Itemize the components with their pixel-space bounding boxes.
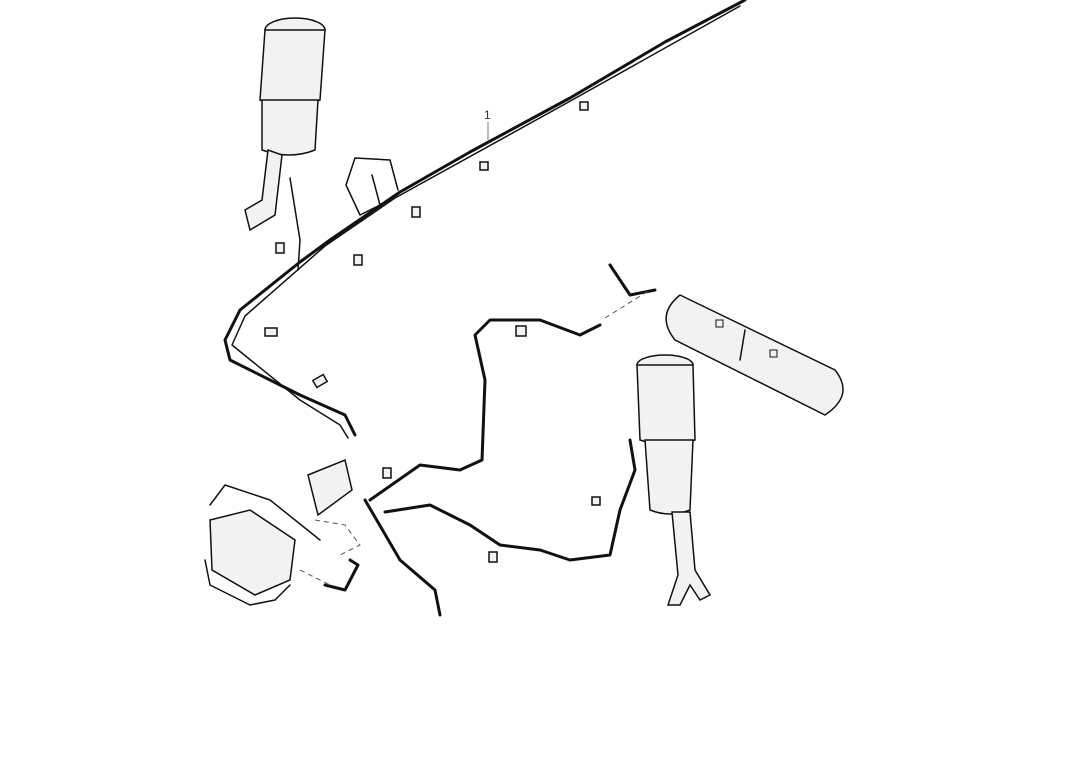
air-reservoir-tank — [665, 294, 844, 416]
compressor-and-valve-block — [204, 458, 361, 606]
clips-and-fittings — [264, 101, 601, 563]
callout-label-1: 1 — [484, 108, 491, 122]
main-air-line-bundle — [223, 0, 747, 439]
front-left-air-strut — [244, 17, 326, 271]
rear-right-air-strut — [636, 354, 712, 606]
rear-air-lines — [363, 263, 657, 617]
